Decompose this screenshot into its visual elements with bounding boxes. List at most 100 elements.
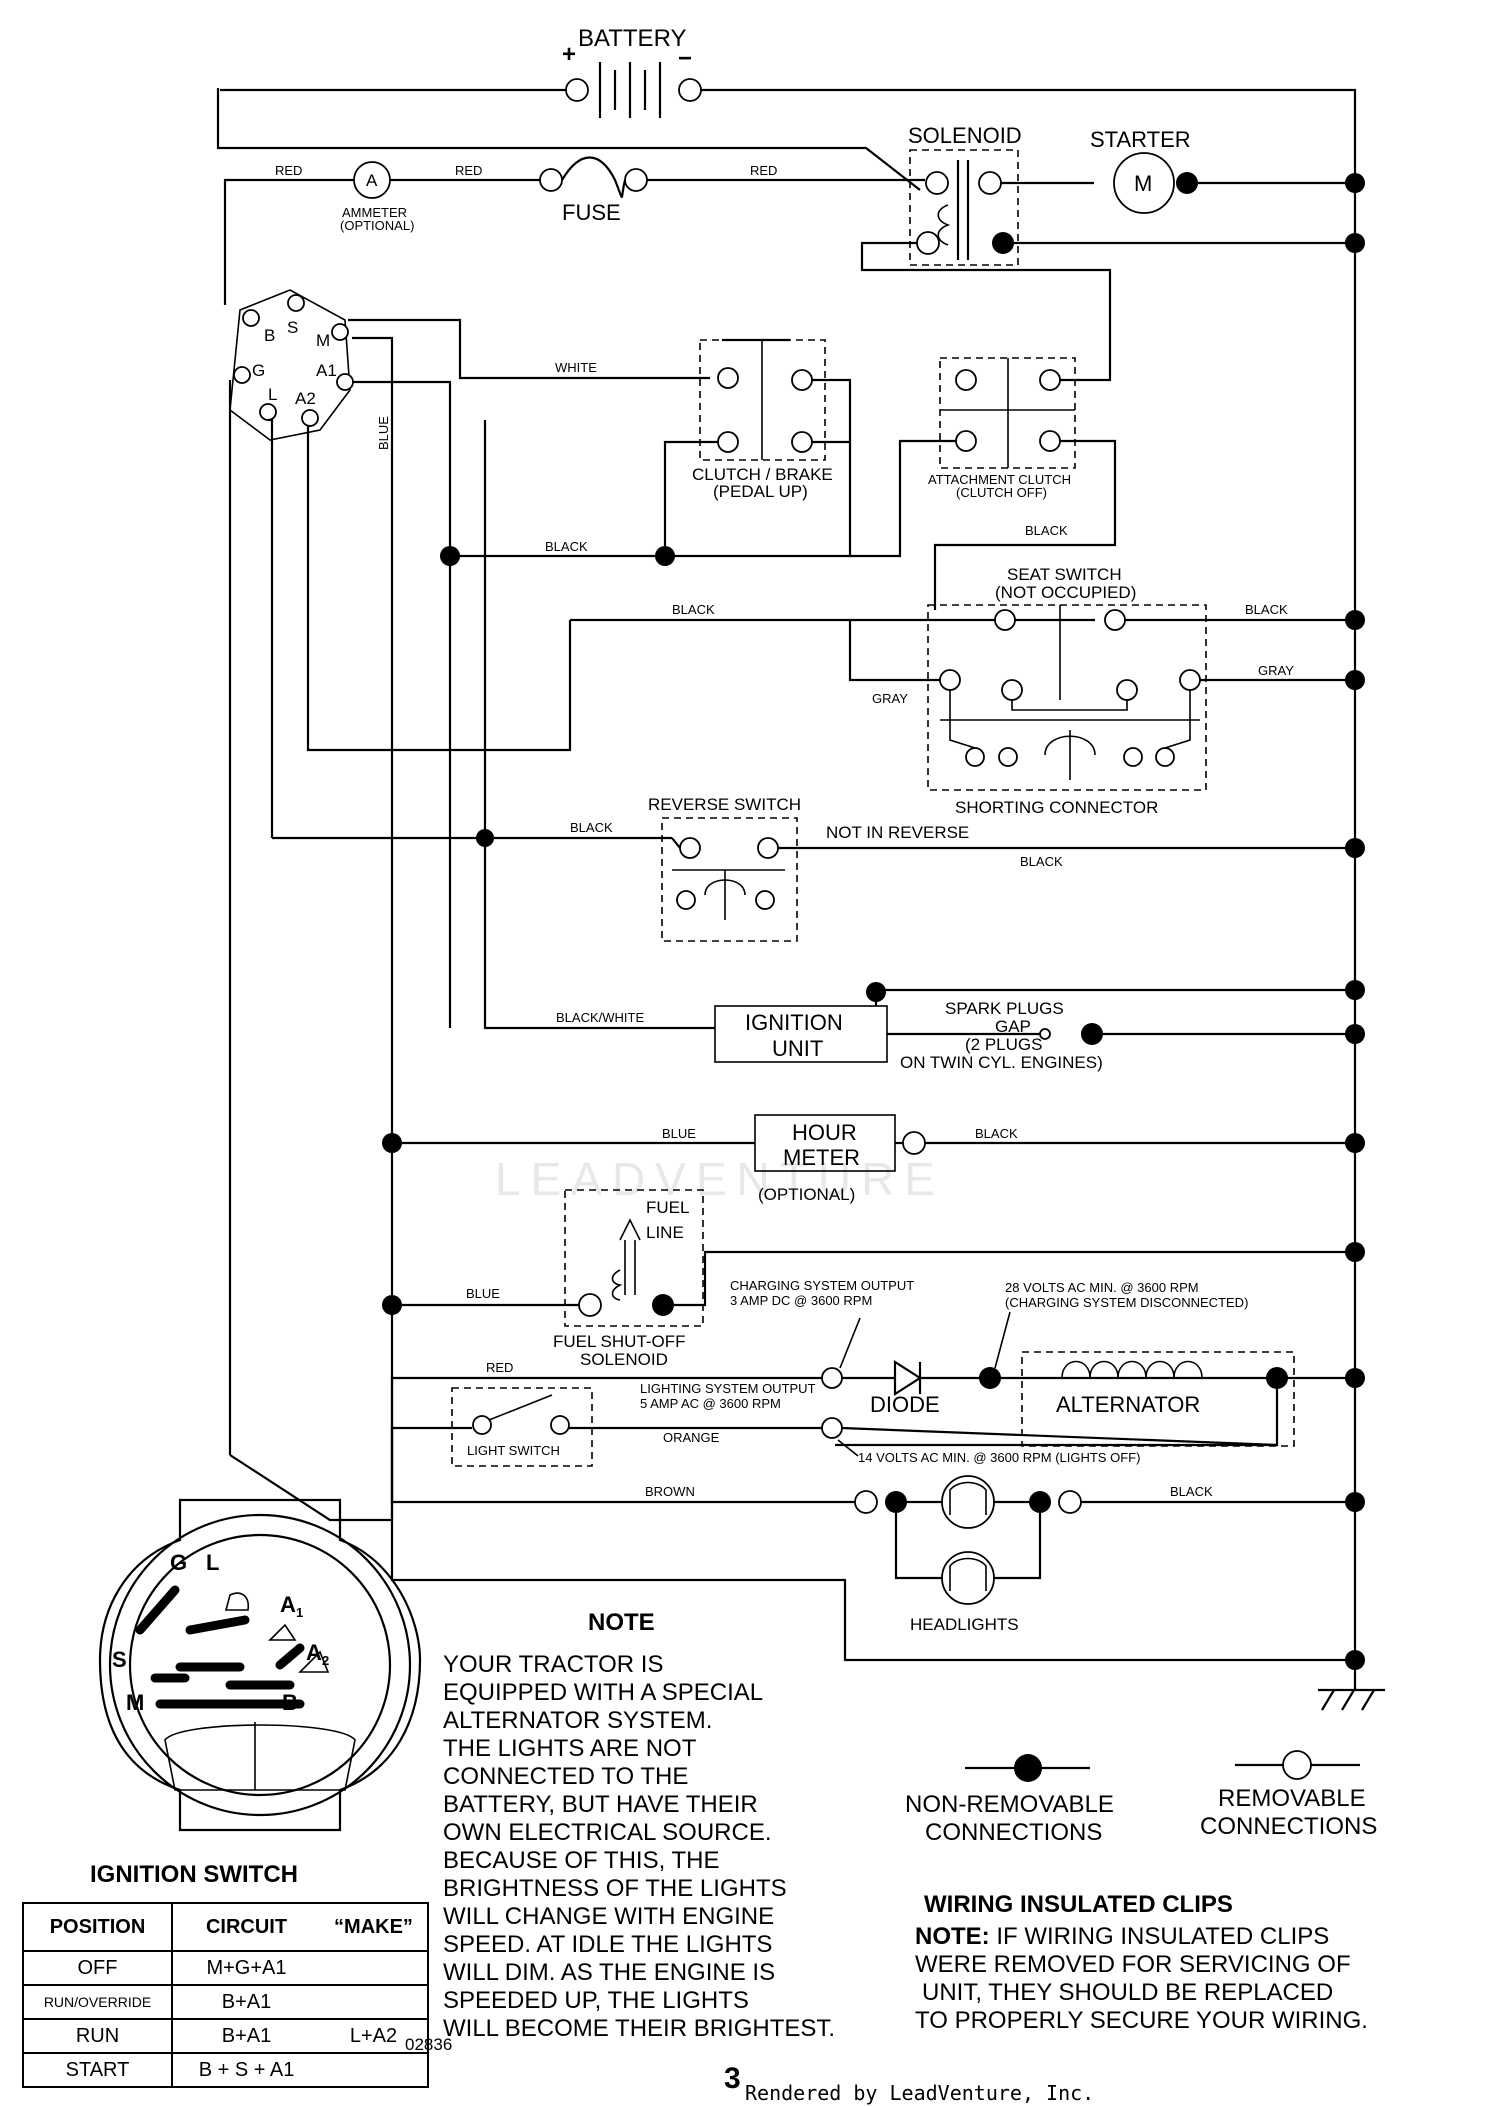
table-header-row: POSITION CIRCUIT “MAKE” [22, 1902, 429, 1952]
note-block: NOTE YOUR TRACTOR IS EQUIPPED WITH A SPE… [443, 1609, 835, 2042]
clutch-brake-label: CLUTCH / BRAKE [692, 465, 833, 484]
ignition-switch-title: IGNITION SWITCH [90, 1861, 298, 1888]
starter-motor: STARTER M [1090, 127, 1355, 214]
reverse-switch-label: REVERSE SWITCH [648, 795, 801, 814]
lighting-output-label: LIGHTING SYSTEM OUTPUT [640, 1381, 816, 1396]
fuel-solenoid-label: FUEL SHUT-OFF [553, 1332, 686, 1351]
clutch-brake-switch: CLUTCH / BRAKE (PEDAL UP) [663, 338, 852, 558]
diode-label: DIODE [870, 1392, 940, 1417]
header-circuit: CIRCUIT [171, 1902, 320, 1952]
wire-label-red: RED [455, 163, 482, 178]
attachment-clutch-switch: ATTACHMENT CLUTCH (CLUTCH OFF) BLACK [850, 330, 1117, 610]
wire-label-black: BLACK [570, 820, 613, 835]
cell-make: L+A2 [320, 2018, 429, 2054]
wire-label-blue: BLUE [466, 1286, 500, 1301]
face-label-g: G [170, 1550, 187, 1575]
shorting-connector-label: SHORTING CONNECTOR [955, 798, 1158, 817]
note-line: WILL BECOME THEIR BRIGHTEST. [443, 2015, 835, 2042]
wire-label-black: BLACK [545, 539, 588, 554]
battery-negative: − [678, 45, 692, 72]
legend-nonremovable: NON-REMOVABLE [905, 1791, 1114, 1818]
battery-positive: + [562, 41, 576, 68]
clips-line-1: NOTE: IF WIRING INSULATED CLIPS [915, 1923, 1329, 1950]
reverse-switch: REVERSE SWITCH NOT IN REVERSE BLACK [648, 795, 1355, 942]
wire-label-red: RED [275, 163, 302, 178]
light-switch-label: LIGHT SWITCH [467, 1443, 560, 1458]
clips-note: WIRING INSULATED CLIPS NOTE: IF WIRING I… [915, 1891, 1368, 2034]
starter-m-symbol: M [1134, 171, 1152, 196]
hour-meter-label-2: METER [783, 1145, 860, 1170]
terminal-l-label: L [268, 385, 277, 404]
wire-label-brown: BROWN [645, 1484, 695, 1499]
note-line: BRIGHTNESS OF THE LIGHTS [443, 1875, 787, 1902]
note-title: NOTE [588, 1609, 655, 1636]
ignition-unit-label: IGNITION [745, 1010, 843, 1035]
page-number: 3 [724, 2062, 741, 2095]
face-label-s: S [112, 1647, 127, 1672]
spark-plugs-label: SPARK PLUGS [945, 999, 1064, 1018]
cell-circuit: B+A1 [171, 1984, 320, 2020]
face-label-b: B [282, 1690, 298, 1715]
table-row: RUN/OVERRIDE B+A1 [22, 1984, 429, 2020]
legend-removable-2: CONNECTIONS [1200, 1813, 1377, 1840]
hour-meter-optional: (OPTIONAL) [758, 1185, 855, 1204]
ammeter-label: AMMETER [342, 205, 407, 220]
spark-plugs-gap: GAP [995, 1017, 1031, 1036]
fuel-shutoff-solenoid: FUEL LINE BLUE FUEL SHUT-OFF SOLENOID [382, 1189, 1355, 1369]
clips-line-3: UNIT, THEY SHOULD BE REPLACED [922, 1979, 1333, 2006]
ammeter-optional: (OPTIONAL) [340, 218, 414, 233]
header-position: POSITION [22, 1902, 173, 1952]
watermark: LEADVENTURE [495, 1153, 945, 1205]
wire-label-gray: GRAY [1258, 663, 1294, 678]
cell-position: RUN/OVERRIDE [22, 1984, 173, 2020]
cell-position: OFF [22, 1950, 173, 1986]
ignition-switch-table: POSITION CIRCUIT “MAKE” OFF M+G+A1 RUN/O… [22, 1902, 429, 2088]
wire-label-gray: GRAY [872, 691, 908, 706]
ignition-switch-face: G L A 1 S A 2 M B [98, 1498, 422, 1832]
fuel-line-label-2: LINE [646, 1223, 684, 1242]
terminal-b-label: B [264, 326, 275, 345]
cell-make [320, 1984, 429, 2020]
cell-position: RUN [22, 2018, 173, 2054]
volts-28-label: 28 VOLTS AC MIN. @ 3600 RPM [1005, 1280, 1199, 1295]
seat-switch: SEAT SWITCH (NOT OCCUPIED) SHORTING CONN… [570, 565, 1355, 817]
note-line: WILL CHANGE WITH ENGINE [443, 1903, 774, 1930]
battery-label: BATTERY [578, 25, 686, 52]
clutch-brake-sublabel: (PEDAL UP) [713, 482, 808, 501]
face-label-l: L [206, 1550, 219, 1575]
hour-meter-label: HOUR [792, 1120, 857, 1145]
wire-label-black: BLACK [975, 1126, 1018, 1141]
wire-label-black: BLACK [1170, 1484, 1213, 1499]
face-label-a1-sub: 1 [296, 1605, 303, 1620]
hour-meter: HOUR METER (OPTIONAL) BLUE BLACK [382, 1114, 1355, 1204]
wire-label-black-white: BLACK/WHITE [556, 1010, 644, 1025]
wire-label-black: BLACK [1025, 523, 1068, 538]
battery: BATTERY + − [216, 25, 1357, 1690]
not-in-reverse-label: NOT IN REVERSE [826, 823, 969, 842]
table-row: START B + S + A1 [22, 2052, 429, 2088]
note-line: SPEEDED UP, THE LIGHTS [443, 1987, 749, 2014]
ignition-unit-label-2: UNIT [772, 1036, 823, 1061]
spark-plugs-note: (2 PLUGS [965, 1035, 1042, 1054]
ignition-switch-terminals: B S M G A1 L A2 [229, 289, 354, 441]
note-line: OWN ELECTRICAL SOURCE. [443, 1819, 772, 1846]
wire-label-black: BLACK [1245, 602, 1288, 617]
face-label-a2: A [306, 1640, 322, 1665]
note-line: YOUR TRACTOR IS [443, 1651, 663, 1678]
terminal-a2-label: A2 [295, 389, 316, 408]
charging-output-spec: 3 AMP DC @ 3600 RPM [730, 1293, 872, 1308]
clips-line-2: WERE REMOVED FOR SERVICING OF [915, 1951, 1351, 1978]
note-line: ALTERNATOR SYSTEM. [443, 1707, 712, 1734]
wire-label-white: WHITE [555, 360, 597, 375]
fuel-solenoid-label-2: SOLENOID [580, 1350, 668, 1369]
face-label-m: M [126, 1690, 144, 1715]
wire-label-red: RED [486, 1360, 513, 1375]
alternator-label: ALTERNATOR [1056, 1392, 1200, 1417]
spark-plugs-note-2: ON TWIN CYL. ENGINES) [900, 1053, 1103, 1072]
legend-nonremovable-2: CONNECTIONS [925, 1819, 1102, 1846]
wire-label-orange: ORANGE [663, 1430, 720, 1445]
wire-label-red: RED [750, 163, 777, 178]
wire-label-blue: BLUE [376, 416, 391, 450]
connections-legend: NON-REMOVABLE CONNECTIONS REMOVABLE CONN… [905, 1750, 1377, 1846]
cell-make [320, 1950, 429, 1986]
